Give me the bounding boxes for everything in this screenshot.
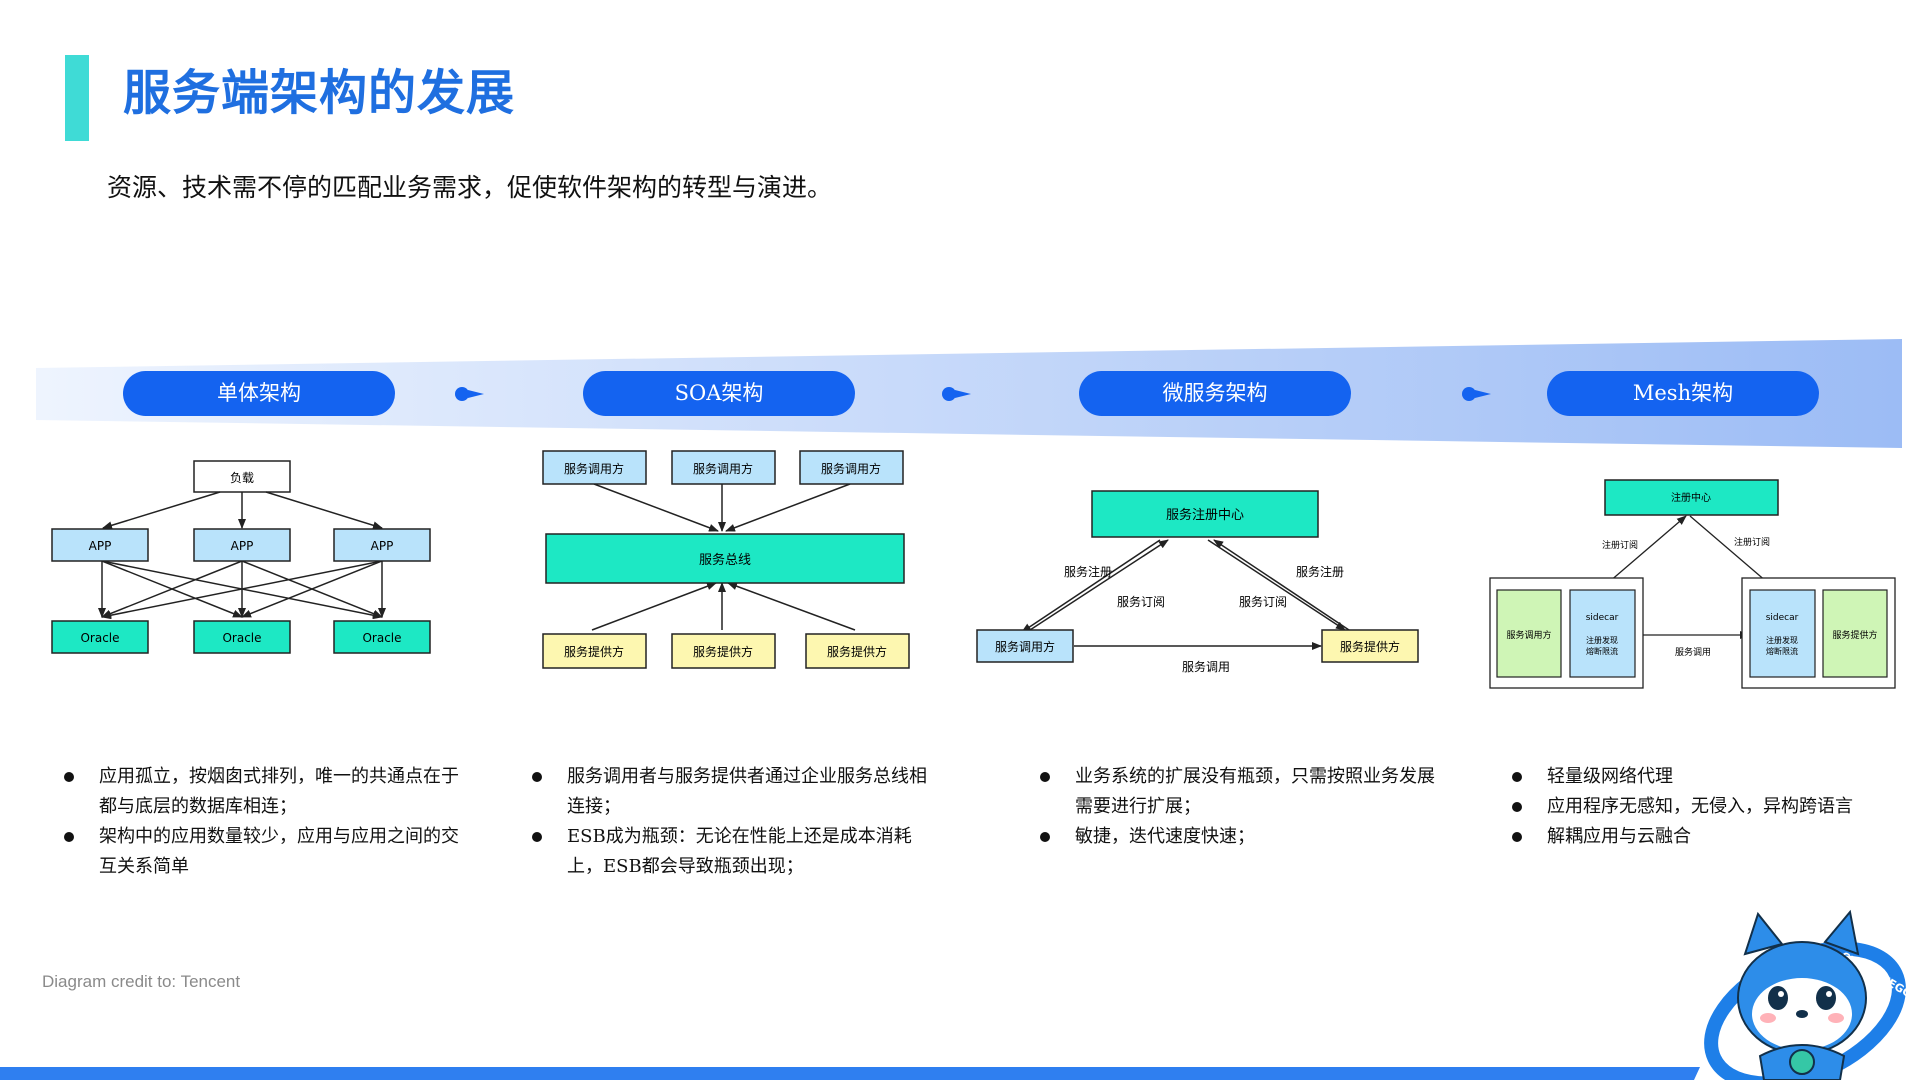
registry-node [1604, 479, 1779, 516]
stage-pill-monolith[interactable]: 单体架构 [123, 371, 395, 416]
app-node [333, 528, 431, 562]
sub-label: 注册订阅 [1734, 536, 1770, 548]
app-label: APP [89, 539, 112, 553]
provider-label: 服务提供方 [564, 644, 624, 659]
monolith-bullets: 应用孤立，按烟囱式排列，唯一的共通点在于都与底层的数据库相连； 架构中的应用数量… [64, 762, 464, 882]
oracle-node [51, 620, 149, 654]
bullet-item: 轻量级网络代理 [1512, 762, 1912, 792]
footer-bar [0, 1067, 1700, 1080]
app-label: APP [371, 539, 394, 553]
oracle-label: Oracle [80, 631, 119, 645]
sidecar-node [1749, 589, 1816, 678]
caller-node [799, 450, 904, 485]
caller-label: 服务调用方 [564, 461, 624, 476]
provider-node [805, 633, 910, 669]
page-title: 服务端架构的发展 [123, 65, 516, 121]
call-label: 服务调用 [1182, 659, 1230, 674]
bus-label: 服务总线 [699, 552, 751, 568]
register-label: 服务注册 [1064, 564, 1112, 579]
title-accent-bar [65, 55, 89, 141]
bullet-item: 应用程序无感知，无侵入，异构跨语言 [1512, 792, 1912, 822]
stage-arrow-icon [942, 386, 976, 402]
cloudwego-mascot-logo: CLOUDWEGO [1704, 909, 1914, 1080]
stage-pill-microservice[interactable]: 微服务架构 [1079, 371, 1351, 416]
register-label: 服务注册 [1296, 564, 1344, 579]
bullet-item: 应用孤立，按烟囱式排列，唯一的共通点在于都与底层的数据库相连； [64, 762, 464, 822]
bus-node [545, 533, 905, 584]
registry-label: 服务注册中心 [1166, 507, 1244, 523]
provider-node [542, 633, 647, 669]
oracle-label: Oracle [222, 631, 261, 645]
registry-node [1091, 490, 1319, 538]
registry-label: 注册中心 [1671, 491, 1711, 504]
provider-node [1822, 589, 1888, 678]
bullet-item: ESB成为瓶颈：无论在性能上还是成本消耗上，ESB都会导致瓶颈出现； [532, 822, 940, 882]
caller-label: 服务调用方 [821, 461, 881, 476]
caller-node [671, 450, 776, 485]
sidecar-line: 注册发现 [1766, 635, 1798, 645]
soa-bullets: 服务调用者与服务提供者通过企业服务总线相连接； ESB成为瓶颈：无论在性能上还是… [532, 762, 940, 882]
caller-node [1496, 589, 1562, 678]
soa-diagram: 服务调用方 服务调用方 服务调用方 服务总线 服务提供方 服务提供方 服务提供方 [542, 450, 910, 669]
sidecar-title: sidecar [1586, 613, 1619, 623]
bullet-item: 业务系统的扩展没有瓶颈，只需按照业务发展需要进行扩展； [1040, 762, 1440, 822]
microservice-diagram: 服务注册中心 服务注册 服务订阅 服务注册 服务订阅 服务调用方 服务提供方 服… [976, 490, 1419, 674]
mesh-bullets: 轻量级网络代理 应用程序无感知，无侵入，异构跨语言 解耦应用与云融合 [1512, 762, 1912, 852]
caller-node [542, 450, 647, 485]
stage-pill-mesh[interactable]: Mesh架构 [1547, 371, 1819, 416]
sidecar-line: 熔断限流 [1766, 646, 1798, 656]
provider-node [671, 633, 776, 669]
subscribe-label: 服务订阅 [1239, 594, 1287, 609]
stage-pill-soa[interactable]: SOA架构 [583, 371, 855, 416]
provider-label: 服务提供方 [1832, 629, 1877, 641]
sidecar-line: 注册发现 [1586, 635, 1618, 645]
bullet-item: 架构中的应用数量较少，应用与应用之间的交互关系简单 [64, 822, 464, 882]
sidecar-title: sidecar [1766, 613, 1799, 623]
subscribe-label: 服务订阅 [1117, 594, 1165, 609]
diagram-credit: Diagram credit to: Tencent [42, 972, 241, 991]
app-node [193, 528, 291, 562]
stage-arrow-icon [455, 386, 489, 402]
oracle-label: Oracle [362, 631, 401, 645]
sub-label: 注册订阅 [1602, 539, 1638, 551]
caller-node [976, 629, 1074, 663]
oracle-node [333, 620, 431, 654]
provider-label: 服务提供方 [827, 644, 887, 659]
bullet-item: 解耦应用与云融合 [1512, 822, 1912, 852]
caller-label: 服务调用方 [1506, 629, 1551, 641]
oracle-node [193, 620, 291, 654]
microservice-bullets: 业务系统的扩展没有瓶颈，只需按照业务发展需要进行扩展； 敏捷，迭代速度快速； [1040, 762, 1440, 852]
provider-node [1321, 629, 1419, 663]
architecture-diagrams: 负载 APP APP APP Oracle Oracle Oracle [51, 450, 1896, 689]
provider-label: 服务提供方 [693, 644, 753, 659]
provider-label: 服务提供方 [1340, 639, 1400, 654]
monolith-diagram: 负载 APP APP APP Oracle Oracle Oracle [51, 460, 431, 654]
bullet-item: 敏捷，迭代速度快速； [1040, 822, 1440, 852]
caller-label: 服务调用方 [995, 639, 1055, 654]
caller-label: 服务调用方 [693, 461, 753, 476]
mesh-diagram: 注册中心 注册订阅 注册订阅 服务调用方 sidecar 注册发现 熔断限流 服… [1489, 479, 1896, 689]
load-node-label: 负载 [230, 471, 254, 485]
app-node [51, 528, 149, 562]
page-subtitle: 资源、技术需不停的匹配业务需求，促使软件架构的转型与演进。 [107, 173, 833, 202]
app-label: APP [231, 539, 254, 553]
stage-arrow-icon [1462, 386, 1496, 402]
bullet-item: 服务调用者与服务提供者通过企业服务总线相连接； [532, 762, 940, 822]
sidecar-node [1569, 589, 1636, 678]
sidecar-line: 熔断限流 [1586, 646, 1618, 656]
call-label: 服务调用 [1675, 646, 1711, 658]
